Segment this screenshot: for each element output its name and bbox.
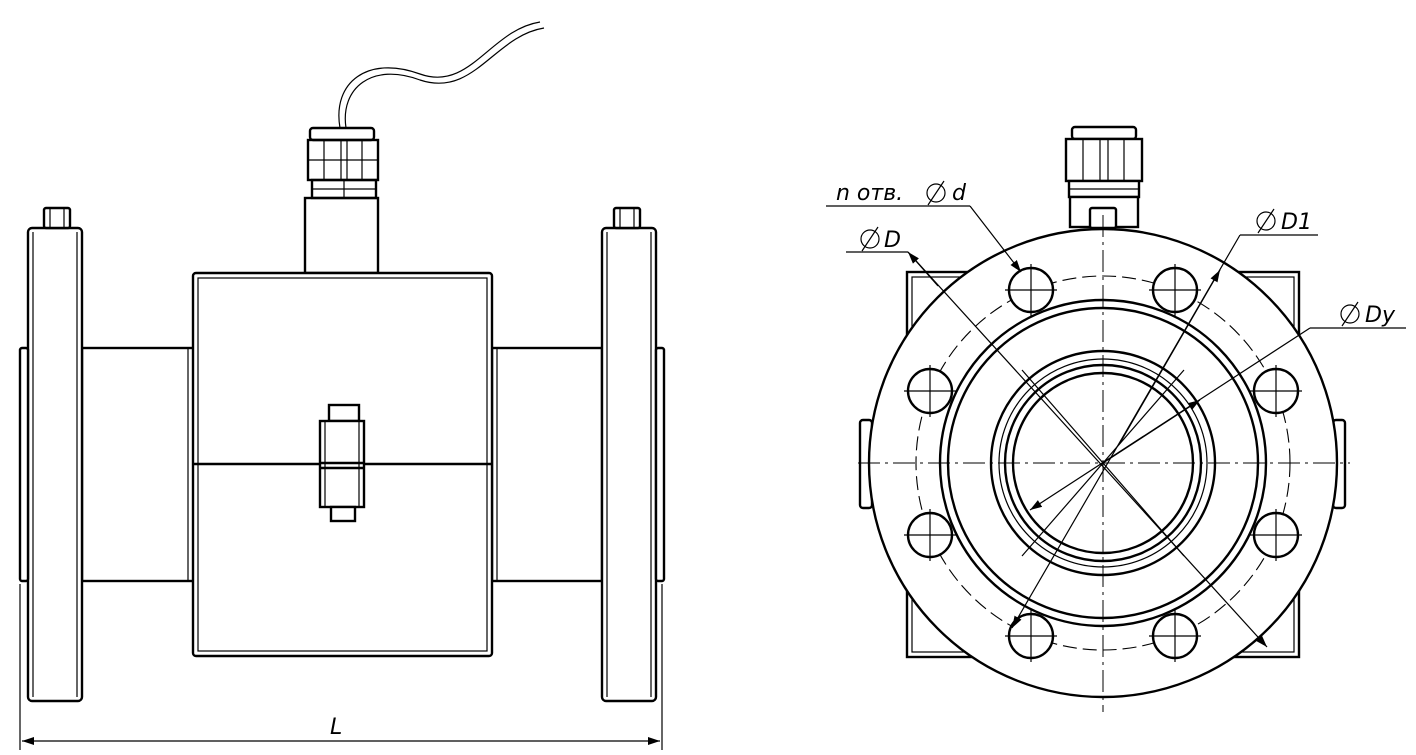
bolt-circle-label-group: D1 xyxy=(1256,208,1312,235)
nominal-diameter-label-group: Dy xyxy=(1340,301,1396,328)
bolt-circle-label: D1 xyxy=(1281,210,1312,235)
bolt-hole xyxy=(1149,610,1201,662)
outer-diameter-label-group: D xyxy=(860,226,901,253)
outer-diameter-label: D xyxy=(884,228,901,253)
sensor-neck xyxy=(303,196,380,275)
cable-gland xyxy=(306,126,380,200)
bolt-hole xyxy=(1250,509,1302,561)
center-clamp xyxy=(318,403,366,523)
side-view: L xyxy=(18,21,666,750)
diameter-symbol-icon xyxy=(1340,301,1360,327)
diameter-symbol-icon xyxy=(1256,208,1276,234)
bolt-hole xyxy=(904,365,956,417)
length-dimension: L xyxy=(19,584,663,750)
bolt-hole xyxy=(1250,365,1302,417)
diameter-symbol-icon xyxy=(860,226,880,252)
flange-left xyxy=(18,206,84,703)
bolt-hole xyxy=(1005,264,1057,316)
holes-dimension-label: n отв. d xyxy=(836,180,967,206)
bolt-hole xyxy=(904,509,956,561)
bolt-holes xyxy=(904,264,1302,662)
signal-cable xyxy=(338,21,541,129)
bolt-hole xyxy=(1149,264,1201,316)
flange-right xyxy=(600,206,666,703)
hole-diameter-label: d xyxy=(952,181,967,206)
pipe-left xyxy=(80,346,196,583)
pipe-right xyxy=(490,346,604,583)
nominal-diameter-label: Dy xyxy=(1365,303,1396,328)
front-view: n отв. d D D1 D xyxy=(826,125,1406,712)
diameter-symbol-icon xyxy=(926,180,946,206)
front-cable-gland xyxy=(1064,125,1144,229)
holes-count-label: n отв. xyxy=(836,181,903,206)
length-label: L xyxy=(330,715,342,740)
